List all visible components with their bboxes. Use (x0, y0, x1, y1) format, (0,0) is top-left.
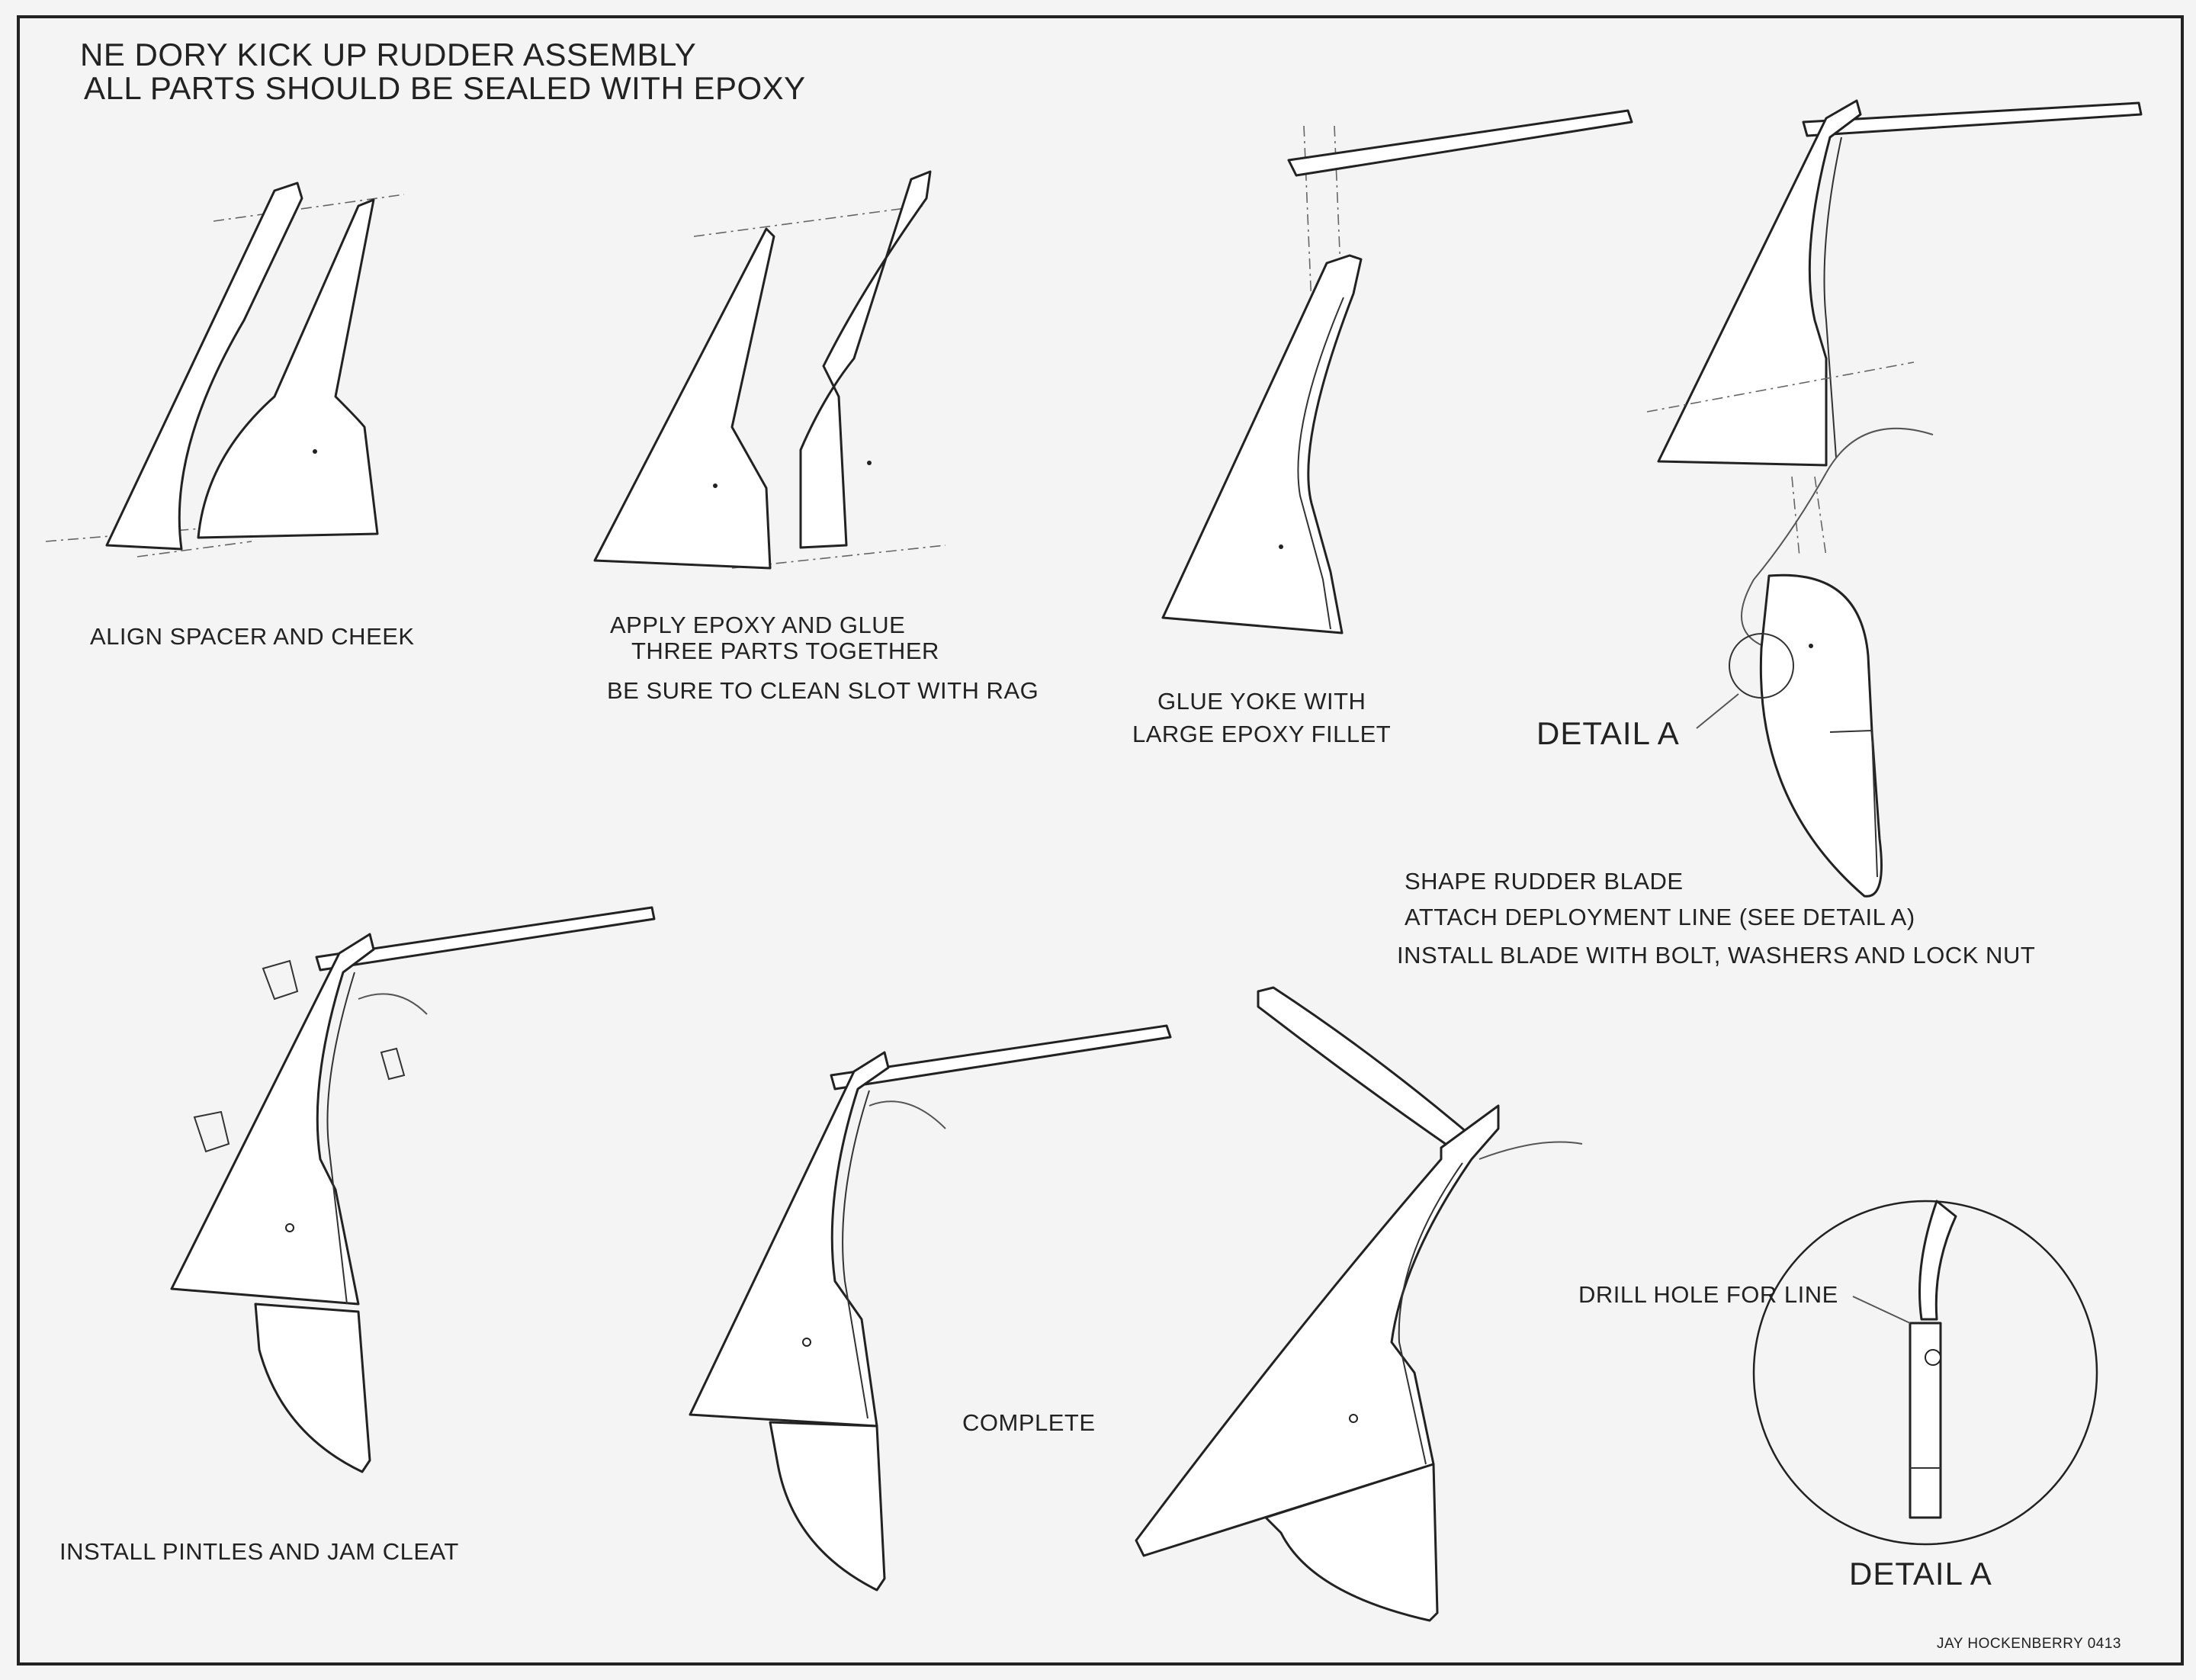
detail-a-callout-label: DETAIL A (1536, 715, 1680, 751)
step4-caption-3: INSTALL BLADE WITH BOLT, WASHERS AND LOC… (1397, 942, 2036, 968)
jam-cleat (380, 1047, 406, 1081)
blade-step6 (769, 1421, 886, 1592)
title-line-1: NE DORY KICK UP RUDDER ASSEMBLY (80, 37, 697, 72)
step4-caption-1: SHAPE RUDDER BLADE (1405, 868, 1684, 895)
step3-figure (1161, 109, 1633, 634)
step6-figure (689, 1024, 1172, 1592)
detail-blade-edge (1909, 1322, 1942, 1519)
blade-step5 (254, 1303, 371, 1473)
step2-figure (593, 170, 946, 570)
detail-a-view-label: DETAIL A (1849, 1556, 1992, 1592)
tiller-step6 (830, 1024, 1172, 1091)
author-signature: JAY HOCKENBERRY 0413 (1937, 1636, 2121, 1652)
tiller-step5 (315, 906, 656, 972)
cheek-part (197, 198, 379, 539)
spacer-part (105, 181, 303, 551)
step2-caption-3: BE SURE TO CLEAN SLOT WITH RAG (607, 677, 1039, 704)
pintle-lower (193, 1110, 230, 1153)
rudder-blade (1759, 573, 1883, 898)
glued-part-front (593, 227, 775, 570)
step1-figure (45, 181, 405, 557)
blade-complete (1264, 1463, 1439, 1622)
pintle-upper (262, 959, 299, 1001)
step1-caption: ALIGN SPACER AND CHEEK (90, 623, 415, 650)
step4-figure (1646, 99, 2143, 898)
detail-rudder-stock (1918, 1200, 1957, 1321)
rudder-step5 (170, 933, 375, 1306)
complete-figure (1135, 986, 1583, 1622)
sheet-border (17, 15, 2184, 1666)
step3-caption-1: GLUE YOKE WITH (1157, 688, 1366, 715)
complete-caption: COMPLETE (962, 1409, 1096, 1436)
rudder-stock-part (1161, 254, 1363, 634)
step4-caption-2: ATTACH DEPLOYMENT LINE (SEE DETAIL A) (1405, 904, 1915, 930)
detail-a-marker (1729, 633, 1794, 699)
yoke-installed (1802, 101, 2143, 137)
drill-hole-callout: DRILL HOLE FOR LINE (1578, 1281, 1838, 1308)
step5-caption: INSTALL PINTLES AND JAM CLEAT (59, 1538, 459, 1565)
step2-caption-1: APPLY EPOXY AND GLUE (610, 612, 906, 638)
title-line-2: ALL PARTS SHOULD BE SEALED WITH EPOXY (84, 70, 806, 106)
yoke-part (1287, 109, 1633, 177)
rudder-head (1657, 99, 1862, 467)
step5-figure (170, 906, 656, 1473)
detail-a-figure (1752, 1200, 2098, 1546)
step2-caption-2: THREE PARTS TOGETHER (631, 638, 939, 664)
detail-a-circle (1752, 1200, 2098, 1546)
detail-bolt (1925, 1349, 1941, 1366)
tiller-raised (1257, 986, 1473, 1153)
glued-part-back (799, 170, 932, 549)
rudder-step6 (689, 1051, 890, 1428)
rudder-complete (1135, 1104, 1500, 1557)
step3-caption-2: LARGE EPOXY FILLET (1132, 721, 1392, 747)
